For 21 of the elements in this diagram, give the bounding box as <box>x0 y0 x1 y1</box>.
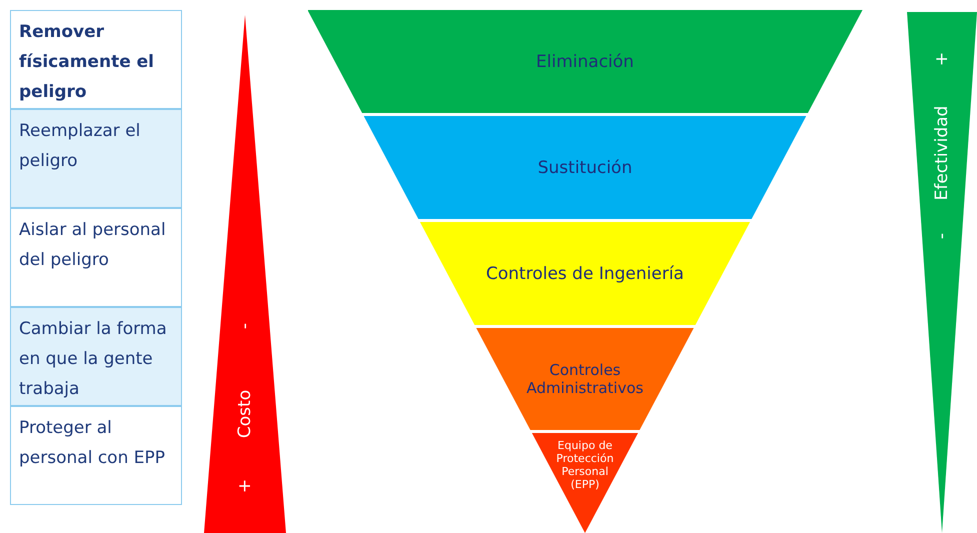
step-box <box>10 406 182 505</box>
level-label: Controles de Ingeniería <box>486 264 684 284</box>
step-box <box>10 109 182 208</box>
step-box <box>10 10 182 109</box>
step-box <box>10 208 182 307</box>
axis-label: Costo <box>235 390 255 438</box>
scale-sign: + <box>932 52 952 66</box>
step-text: Aislar al personal del peligro <box>19 219 167 272</box>
level-label: Controles Administrativos <box>526 361 644 397</box>
step-text: Proteger al personal con EPP <box>19 417 166 470</box>
step-text: Cambiar la forma en que la gente trabaja <box>19 318 168 401</box>
axis-label: Efectividad <box>932 105 952 200</box>
level-label: Sustitución <box>538 158 632 178</box>
step-text: Remover físicamente el peligro <box>19 21 155 104</box>
step-text: Reemplazar el peligro <box>19 120 142 173</box>
level-label: Equipo de Protección Personal (EPP) <box>555 439 615 491</box>
level-label: Eliminación <box>536 52 634 72</box>
step-box <box>10 307 182 406</box>
scale-sign: + <box>235 479 255 494</box>
scale-sign: - <box>235 322 255 329</box>
scale-sign: - <box>932 232 952 240</box>
